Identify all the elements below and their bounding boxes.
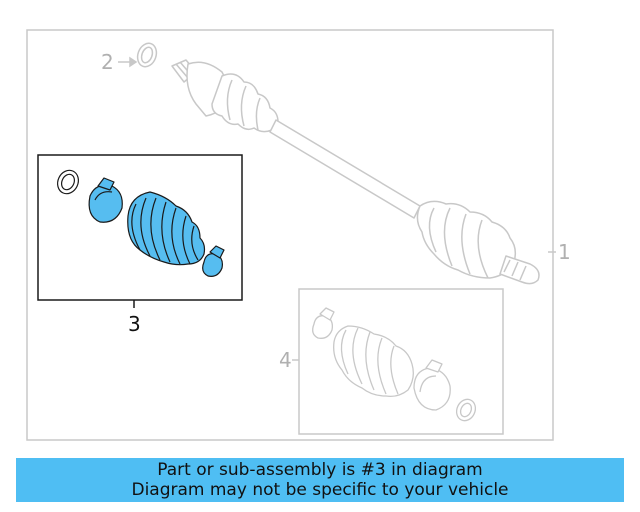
info-banner: Part or sub-assembly is #3 in diagram Di… [16, 458, 624, 502]
axle-shaft-assembly [171, 59, 540, 285]
banner-line-2: Diagram may not be specific to your vehi… [131, 480, 509, 500]
banner-line-1: Part or sub-assembly is #3 in diagram [157, 460, 483, 480]
callout-2-arrow [118, 56, 138, 68]
callout-1: 1 [558, 240, 571, 264]
boot-kit-item-3 [57, 169, 225, 277]
callout-2: 2 [101, 50, 114, 74]
callout-3: 3 [128, 312, 141, 336]
diagram-frame [26, 29, 554, 441]
kit-snap-ring [57, 169, 79, 195]
boot-kit-item-4 [312, 307, 477, 422]
boot-kit-item-4-box [298, 288, 504, 435]
snap-ring-item-2 [136, 42, 158, 68]
kit-large-clamp [88, 177, 123, 223]
parts-diagram: 1 2 [26, 29, 571, 441]
kit-small-clamp [202, 245, 225, 277]
kit-boot [127, 191, 206, 266]
boot-kit-box [37, 154, 243, 301]
callout-4: 4 [279, 348, 292, 372]
